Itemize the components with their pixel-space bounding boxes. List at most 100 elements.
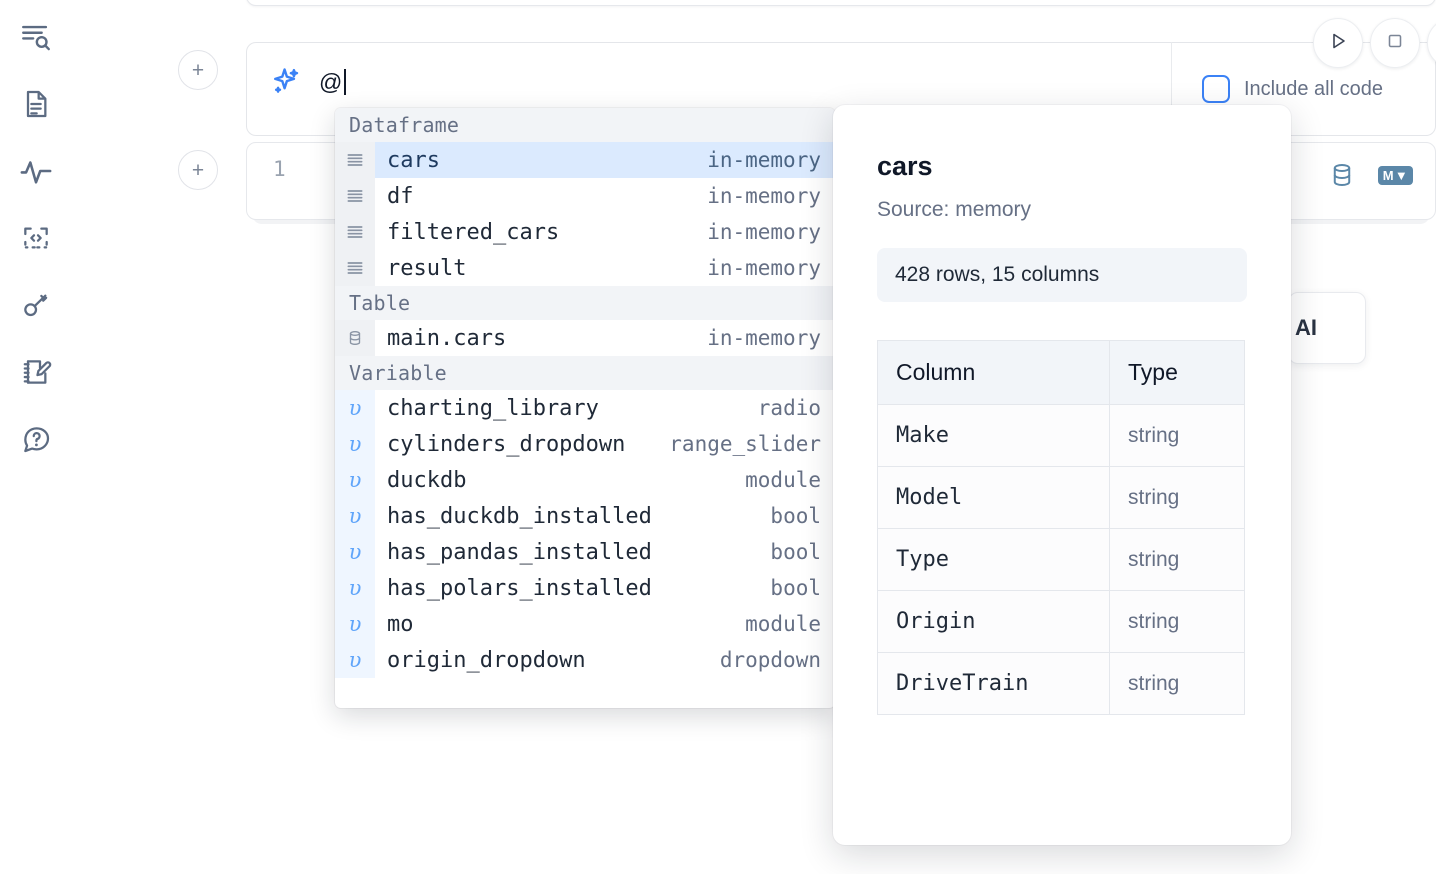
preview-source: Source: memory [877,198,1032,221]
autocomplete-item-body: charting_library radio [375,390,835,426]
line-number: 1 [273,157,286,181]
activity-icon [19,154,53,188]
play-icon [1326,29,1350,58]
sidebar-item-activity[interactable] [13,148,59,194]
column-name-cell: DriveTrain [877,652,1110,715]
column-name-cell: Model [877,466,1110,529]
add-cell-button-top[interactable]: + [178,50,218,90]
markdown-icon[interactable]: M ▼ [1377,165,1413,185]
sidebar-item-snippets[interactable] [13,215,59,261]
autocomplete-item[interactable]: main.cars in-memory [335,320,835,356]
autocomplete-item-name: cylinders_dropdown [387,431,626,457]
sidebar-item-scratchpad[interactable] [13,349,59,395]
include-all-code-label: Include all code [1244,77,1383,100]
column-type-cell: string [1109,590,1245,653]
column-header: Column [877,340,1110,405]
autocomplete-item[interactable]: filtered_cars in-memory [335,214,835,250]
column-type-cell: string [1109,528,1245,591]
autocomplete-item-body: mo module [375,606,835,642]
autocomplete-item-name: has_duckdb_installed [387,503,652,529]
variable-icon: υ [335,390,375,426]
run-button[interactable] [1313,18,1363,68]
autocomplete-item-type: bool [770,540,821,564]
stop-icon [1384,30,1406,57]
generate-with-ai-chip[interactable]: AI [1288,292,1366,364]
autocomplete-section-header: Variable [335,356,835,390]
autocomplete-item-name: has_polars_installed [387,575,652,601]
preview-shape-badge: 428 rows, 15 columns [877,248,1247,302]
autocomplete-item[interactable]: υ charting_library radio [335,390,835,426]
autocomplete-item-name: duckdb [387,467,467,493]
markdown-letter: M [1382,167,1394,183]
dataframe-icon [335,214,375,250]
autocomplete-item-name: cars [387,147,440,173]
autocomplete-item-body: filtered_cars in-memory [375,214,835,250]
autocomplete-item[interactable]: υ cylinders_dropdown range_slider [335,426,835,462]
ai-prompt-input[interactable]: @ [319,65,346,99]
code-brackets-icon [20,222,52,254]
autocomplete-item[interactable]: υ origin_dropdown dropdown [335,642,835,678]
sidebar-item-secrets[interactable] [13,282,59,328]
autocomplete-item-type: radio [757,396,821,420]
variable-icon: υ [335,606,375,642]
autocomplete-item-name: main.cars [387,325,507,351]
sidebar-item-explore[interactable] [13,14,59,60]
autocomplete-item-body: origin_dropdown dropdown [375,642,835,678]
type-header: Type [1109,340,1245,405]
edit-notebook-icon [20,356,52,388]
variable-icon: υ [335,642,375,678]
column-name-cell: Origin [877,590,1110,653]
stop-button[interactable] [1370,18,1420,68]
autocomplete-item-type: range_slider [669,432,821,456]
add-cell-button-bottom[interactable]: + [178,150,218,190]
autocomplete-item-name: filtered_cars [387,219,560,245]
autocomplete-item-name: mo [387,611,414,637]
autocomplete-item-type: module [745,612,821,636]
autocomplete-item-name: df [387,183,414,209]
autocomplete-item-type: dropdown [719,648,821,672]
dataframe-preview-popover: cars Source: memory 428 rows, 15 columns… [833,105,1291,845]
cell-action-icons: M ▼ [1328,161,1413,189]
autocomplete-item-type: module [745,468,821,492]
autocomplete-item-name: charting_library [387,395,599,421]
search-outline-icon [19,20,53,54]
text-caret [343,69,346,95]
previous-cell[interactable] [246,0,1436,6]
plus-icon: + [191,58,205,82]
autocomplete-item-type: in-memory [707,326,821,350]
include-all-code-checkbox[interactable] [1202,75,1230,103]
document-icon [20,88,52,120]
sidebar-item-notebook[interactable] [13,81,59,127]
variable-icon: υ [335,462,375,498]
variable-icon: υ [335,426,375,462]
autocomplete-item-type: in-memory [707,220,821,244]
database-icon[interactable] [1328,161,1356,189]
sparkle-icon [269,65,303,99]
autocomplete-item-name: origin_dropdown [387,647,586,673]
table-header-row: Column Type [877,340,1245,405]
column-type-cell: string [1109,652,1245,715]
sidebar-item-help[interactable] [13,416,59,462]
autocomplete-item-type: in-memory [707,256,821,280]
